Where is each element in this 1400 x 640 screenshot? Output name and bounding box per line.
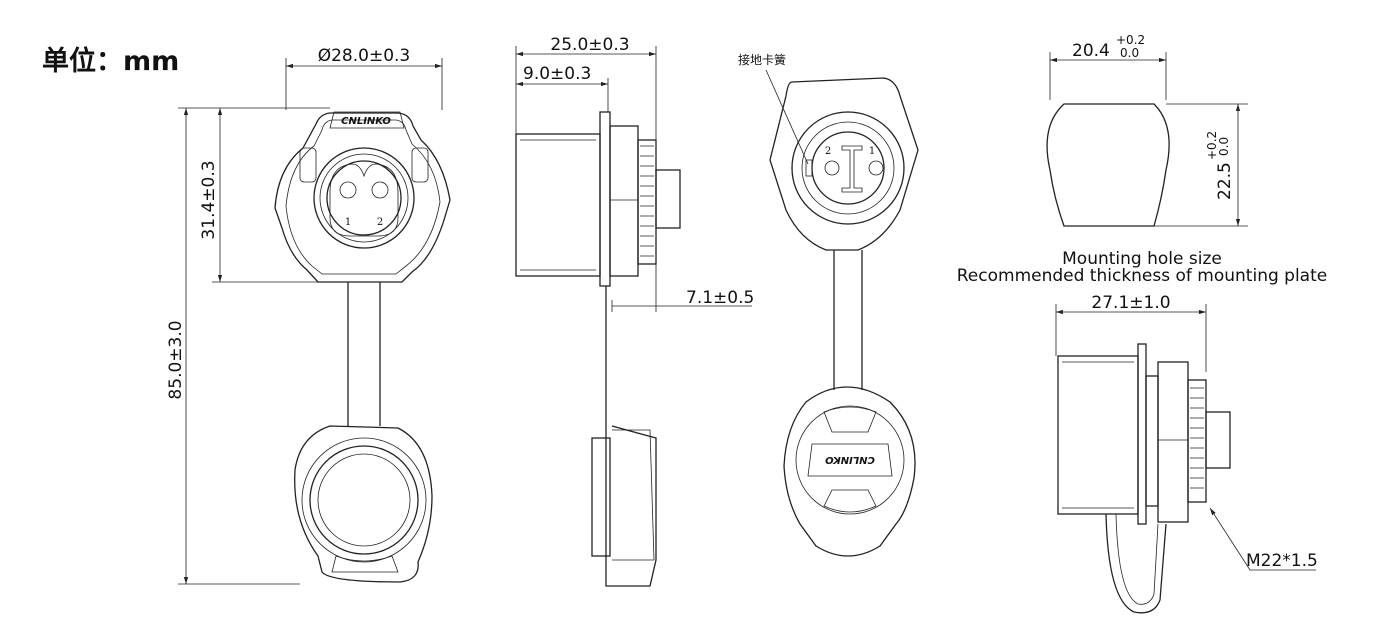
mounting-height-tol-upper: +0.2: [1205, 131, 1219, 160]
rear-pin-2-hole: [824, 160, 840, 176]
mounting-hole-shape: [1046, 103, 1170, 227]
side-flange-depth-label: 9.0±0.3: [523, 64, 591, 84]
panel-thread-label: M22*1.5: [1246, 551, 1318, 571]
front-view: Ø28.0±0.3 31.4±0.3 85.0±3.0 CNLINKO 1 2: [166, 46, 451, 585]
panel-view: 27.1±1.0 M22*1.5: [1055, 293, 1318, 614]
rear-cap-logo: CNLINKO: [825, 454, 875, 465]
front-insert: [329, 163, 399, 237]
mounting-width-tol-lower: 0.0: [1120, 46, 1139, 60]
mounting-caption-line-1: Mounting hole size: [1062, 249, 1222, 269]
panel-nut: [1157, 361, 1189, 523]
front-latch-left: [299, 147, 317, 183]
rear-strap: [833, 250, 863, 390]
front-socket-rim: [313, 147, 415, 249]
side-flange: [599, 111, 611, 287]
side-rear-terminal: [655, 169, 681, 229]
side-body: [515, 133, 601, 277]
rear-nut-outline: [769, 77, 919, 251]
rear-pin-1-label: 1: [869, 146, 875, 157]
side-strap: [605, 286, 657, 587]
front-pin-2-label: 2: [377, 217, 383, 228]
panel-rear-terminal: [1205, 411, 1231, 469]
rear-ground-spring-label: 接地卡簧: [738, 52, 786, 67]
side-thread: [637, 139, 657, 265]
rear-outer-ring: [791, 111, 905, 225]
rear-dust-cap: [783, 386, 916, 557]
front-housing-outline: [274, 112, 451, 283]
front-pin-1-hole: [339, 181, 357, 199]
front-latch-right: [411, 147, 429, 183]
panel-plate: [1145, 375, 1159, 507]
rear-center-key: [841, 145, 863, 193]
panel-span-label: 27.1±1.0: [1091, 293, 1170, 313]
mounting-height-tol-lower: 0.0: [1217, 137, 1231, 156]
panel-cap-strap: [1105, 513, 1167, 614]
rear-ground-spring: [805, 159, 813, 177]
front-strap: [347, 282, 381, 426]
side-view: 25.0±0.3 9.0±0.3 7.1±0.5: [515, 35, 754, 587]
mounting-width-value: 20.4: [1072, 41, 1110, 61]
front-dust-cap: [294, 425, 433, 583]
rear-pin-2-label: 2: [825, 146, 831, 157]
front-logo-text: CNLINKO: [341, 116, 391, 127]
front-top-height-label: 31.4±0.3: [199, 160, 219, 239]
mounting-width-tol-upper: +0.2: [1116, 33, 1145, 47]
front-total-height-label: 85.0±3.0: [166, 320, 186, 399]
side-length-label: 25.0±0.3: [550, 35, 629, 55]
front-pin-2-hole: [371, 181, 389, 199]
mounting-height-value: 22.5: [1215, 162, 1235, 200]
rear-view: 接地卡簧 2 1 CNLINKO: [738, 52, 919, 557]
side-cap: [591, 437, 611, 557]
front-pin-1-label: 1: [345, 217, 351, 228]
side-thread-length-label: 7.1±0.5: [686, 288, 754, 308]
side-nut: [609, 125, 639, 277]
mounting-hole-view: 20.4 +0.2 0.0 22.5 +0.2 0.0 Mounting hol…: [957, 33, 1327, 286]
panel-flange: [1137, 343, 1147, 525]
rear-pin-1-hole: [868, 160, 884, 176]
mounting-caption-line-2: Recommended thickness of mounting plate: [957, 266, 1327, 286]
unit-label: 单位：mm: [42, 45, 179, 77]
front-diameter-label: Ø28.0±0.3: [318, 46, 411, 66]
panel-body: [1057, 355, 1139, 515]
